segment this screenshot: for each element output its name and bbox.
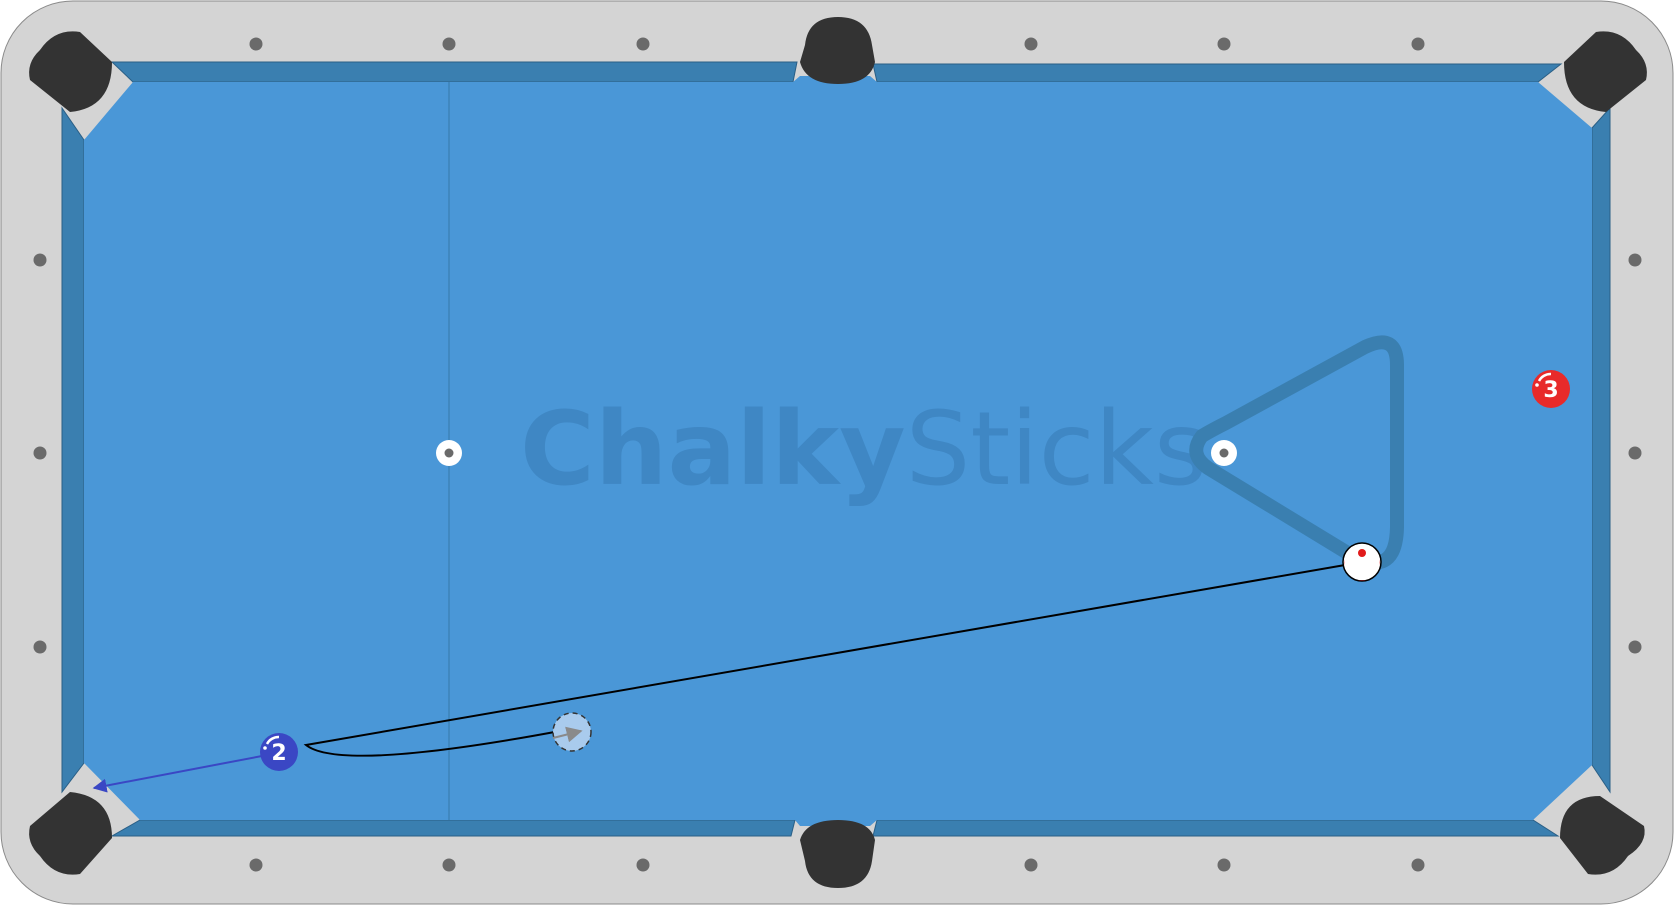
pockets <box>29 17 1647 888</box>
diamond-icon <box>33 253 47 267</box>
diamond-icon <box>1628 640 1642 654</box>
watermark-logo: ChalkySticks <box>520 390 1207 509</box>
diamond-icon <box>1411 37 1425 51</box>
watermark-light: Sticks <box>906 390 1207 509</box>
ball-3-body <box>1532 370 1570 408</box>
diamond-icon <box>1628 253 1642 267</box>
diamond-icon <box>1411 858 1425 872</box>
diamond-icon <box>1217 37 1231 51</box>
head-spot <box>436 440 462 466</box>
diamond-icon <box>1024 858 1038 872</box>
table-cloth <box>84 76 1592 826</box>
diamond-icon <box>636 37 650 51</box>
ball-3-highlight <box>1537 372 1552 382</box>
ball-2-path <box>92 755 263 793</box>
ball-3-label: 3 <box>1543 378 1558 403</box>
diamond-icon <box>249 37 263 51</box>
ball-3[interactable]: 3 <box>1532 370 1570 408</box>
pocket-icon <box>1564 31 1647 113</box>
cushion-right <box>1591 106 1611 794</box>
diamond-icon <box>636 858 650 872</box>
cushion-left <box>61 106 85 794</box>
cue-ball-path <box>303 564 1346 757</box>
pocket-icon <box>29 792 112 875</box>
ball-2-highlight <box>265 735 280 745</box>
cushion-top-right <box>872 63 1563 83</box>
diamond-icon <box>33 640 47 654</box>
watermark-bold: Chalky <box>520 390 906 509</box>
ball-2-shine <box>263 746 267 750</box>
diamond-icon <box>1217 858 1231 872</box>
diamond-icon <box>33 446 47 460</box>
ball-2-label: 2 <box>271 741 286 766</box>
ball-3-shine <box>1535 383 1539 387</box>
ball-2[interactable]: 2 <box>260 733 298 771</box>
ghost-ball-arrow <box>552 726 583 743</box>
cushion-bottom-right <box>872 819 1560 837</box>
cue-ball[interactable] <box>1342 542 1382 582</box>
diamond-icon <box>249 858 263 872</box>
ghost-ball <box>552 712 592 752</box>
spot-center <box>444 448 454 458</box>
pocket-icon <box>800 820 875 888</box>
spot-center <box>1219 448 1229 458</box>
triangle-rack-icon <box>1189 335 1404 570</box>
diamond-icon <box>442 858 456 872</box>
cushion-bottom-left <box>110 819 796 837</box>
cue-ball-body <box>1342 542 1382 582</box>
diamonds <box>33 37 1642 872</box>
pocket-icon <box>29 31 112 113</box>
diamond-icon <box>1024 37 1038 51</box>
foot-spot <box>1211 440 1237 466</box>
pocket-icon <box>1560 796 1645 875</box>
diamond-icon <box>1628 446 1642 460</box>
pocket-icon <box>800 17 875 84</box>
diamond-icon <box>442 37 456 51</box>
cushion-top-left <box>110 61 798 83</box>
cue-tip-mark <box>1358 549 1366 557</box>
ball-2-body <box>260 733 298 771</box>
